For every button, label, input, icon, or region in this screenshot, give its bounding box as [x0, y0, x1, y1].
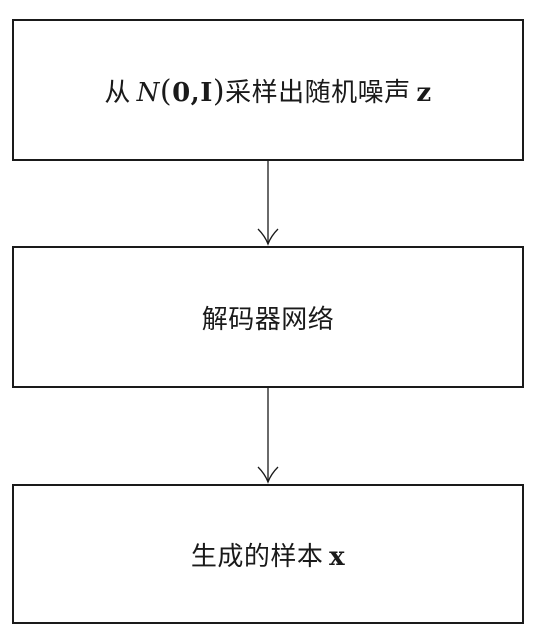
step-1-prefix: 从 — [104, 77, 131, 108]
step-1-suffix: 采样出随机噪声 — [225, 77, 411, 108]
step-3-box: 生成的样本 x — [12, 484, 524, 624]
step-3-prefix: 生成的样本 — [190, 541, 324, 572]
arrow-2 — [257, 388, 279, 484]
step-2-label: 解码器网络 — [201, 304, 335, 335]
step-1-paren-close: ) — [212, 73, 226, 109]
step-1-var: z — [416, 77, 432, 108]
step-1-math-n: N — [136, 77, 160, 108]
step-2-box: 解码器网络 — [12, 246, 524, 388]
step-1-math-args: 0,I — [172, 77, 213, 108]
step-3-label: 生成的样本 x — [191, 536, 345, 573]
step-1-label: 从 N(0,I)采样出随机噪声 z — [104, 72, 431, 109]
arrow-1 — [257, 161, 279, 246]
step-1-box: 从 N(0,I)采样出随机噪声 z — [12, 19, 524, 161]
step-1-paren-open: ( — [159, 73, 173, 109]
step-3-var: x — [329, 541, 346, 572]
